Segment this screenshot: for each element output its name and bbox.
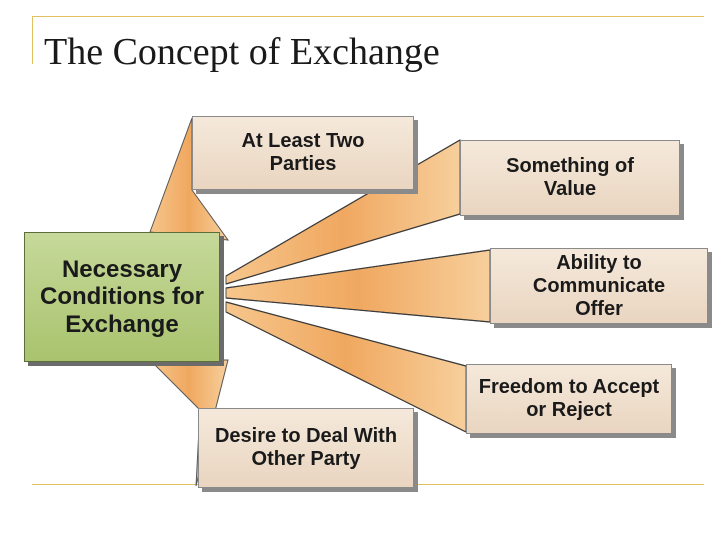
condition-label-desire: Desire to Deal With Other Party [214, 425, 398, 470]
condition-box-value: Something of Value [460, 140, 680, 216]
condition-box-communicate: Ability to Communicate Offer [490, 248, 708, 324]
top-rule [32, 16, 704, 17]
condition-label-value: Something of Value [506, 155, 634, 200]
condition-label-communicate: Ability to Communicate Offer [532, 251, 666, 320]
condition-box-parties: At Least Two Parties [192, 116, 414, 190]
condition-box-desire: Desire to Deal With Other Party [198, 408, 414, 488]
slide-title: The Concept of Exchange [44, 31, 440, 73]
left-rule [32, 16, 33, 64]
center-box: Necessary Conditions for Exchange [24, 232, 220, 362]
condition-box-freedom: Freedom to Accept or Reject [466, 364, 672, 434]
condition-label-parties: At Least Two Parties [241, 130, 365, 175]
condition-label-freedom: Freedom to Accept or Reject [478, 376, 660, 421]
center-label: Necessary Conditions for Exchange [40, 255, 204, 338]
